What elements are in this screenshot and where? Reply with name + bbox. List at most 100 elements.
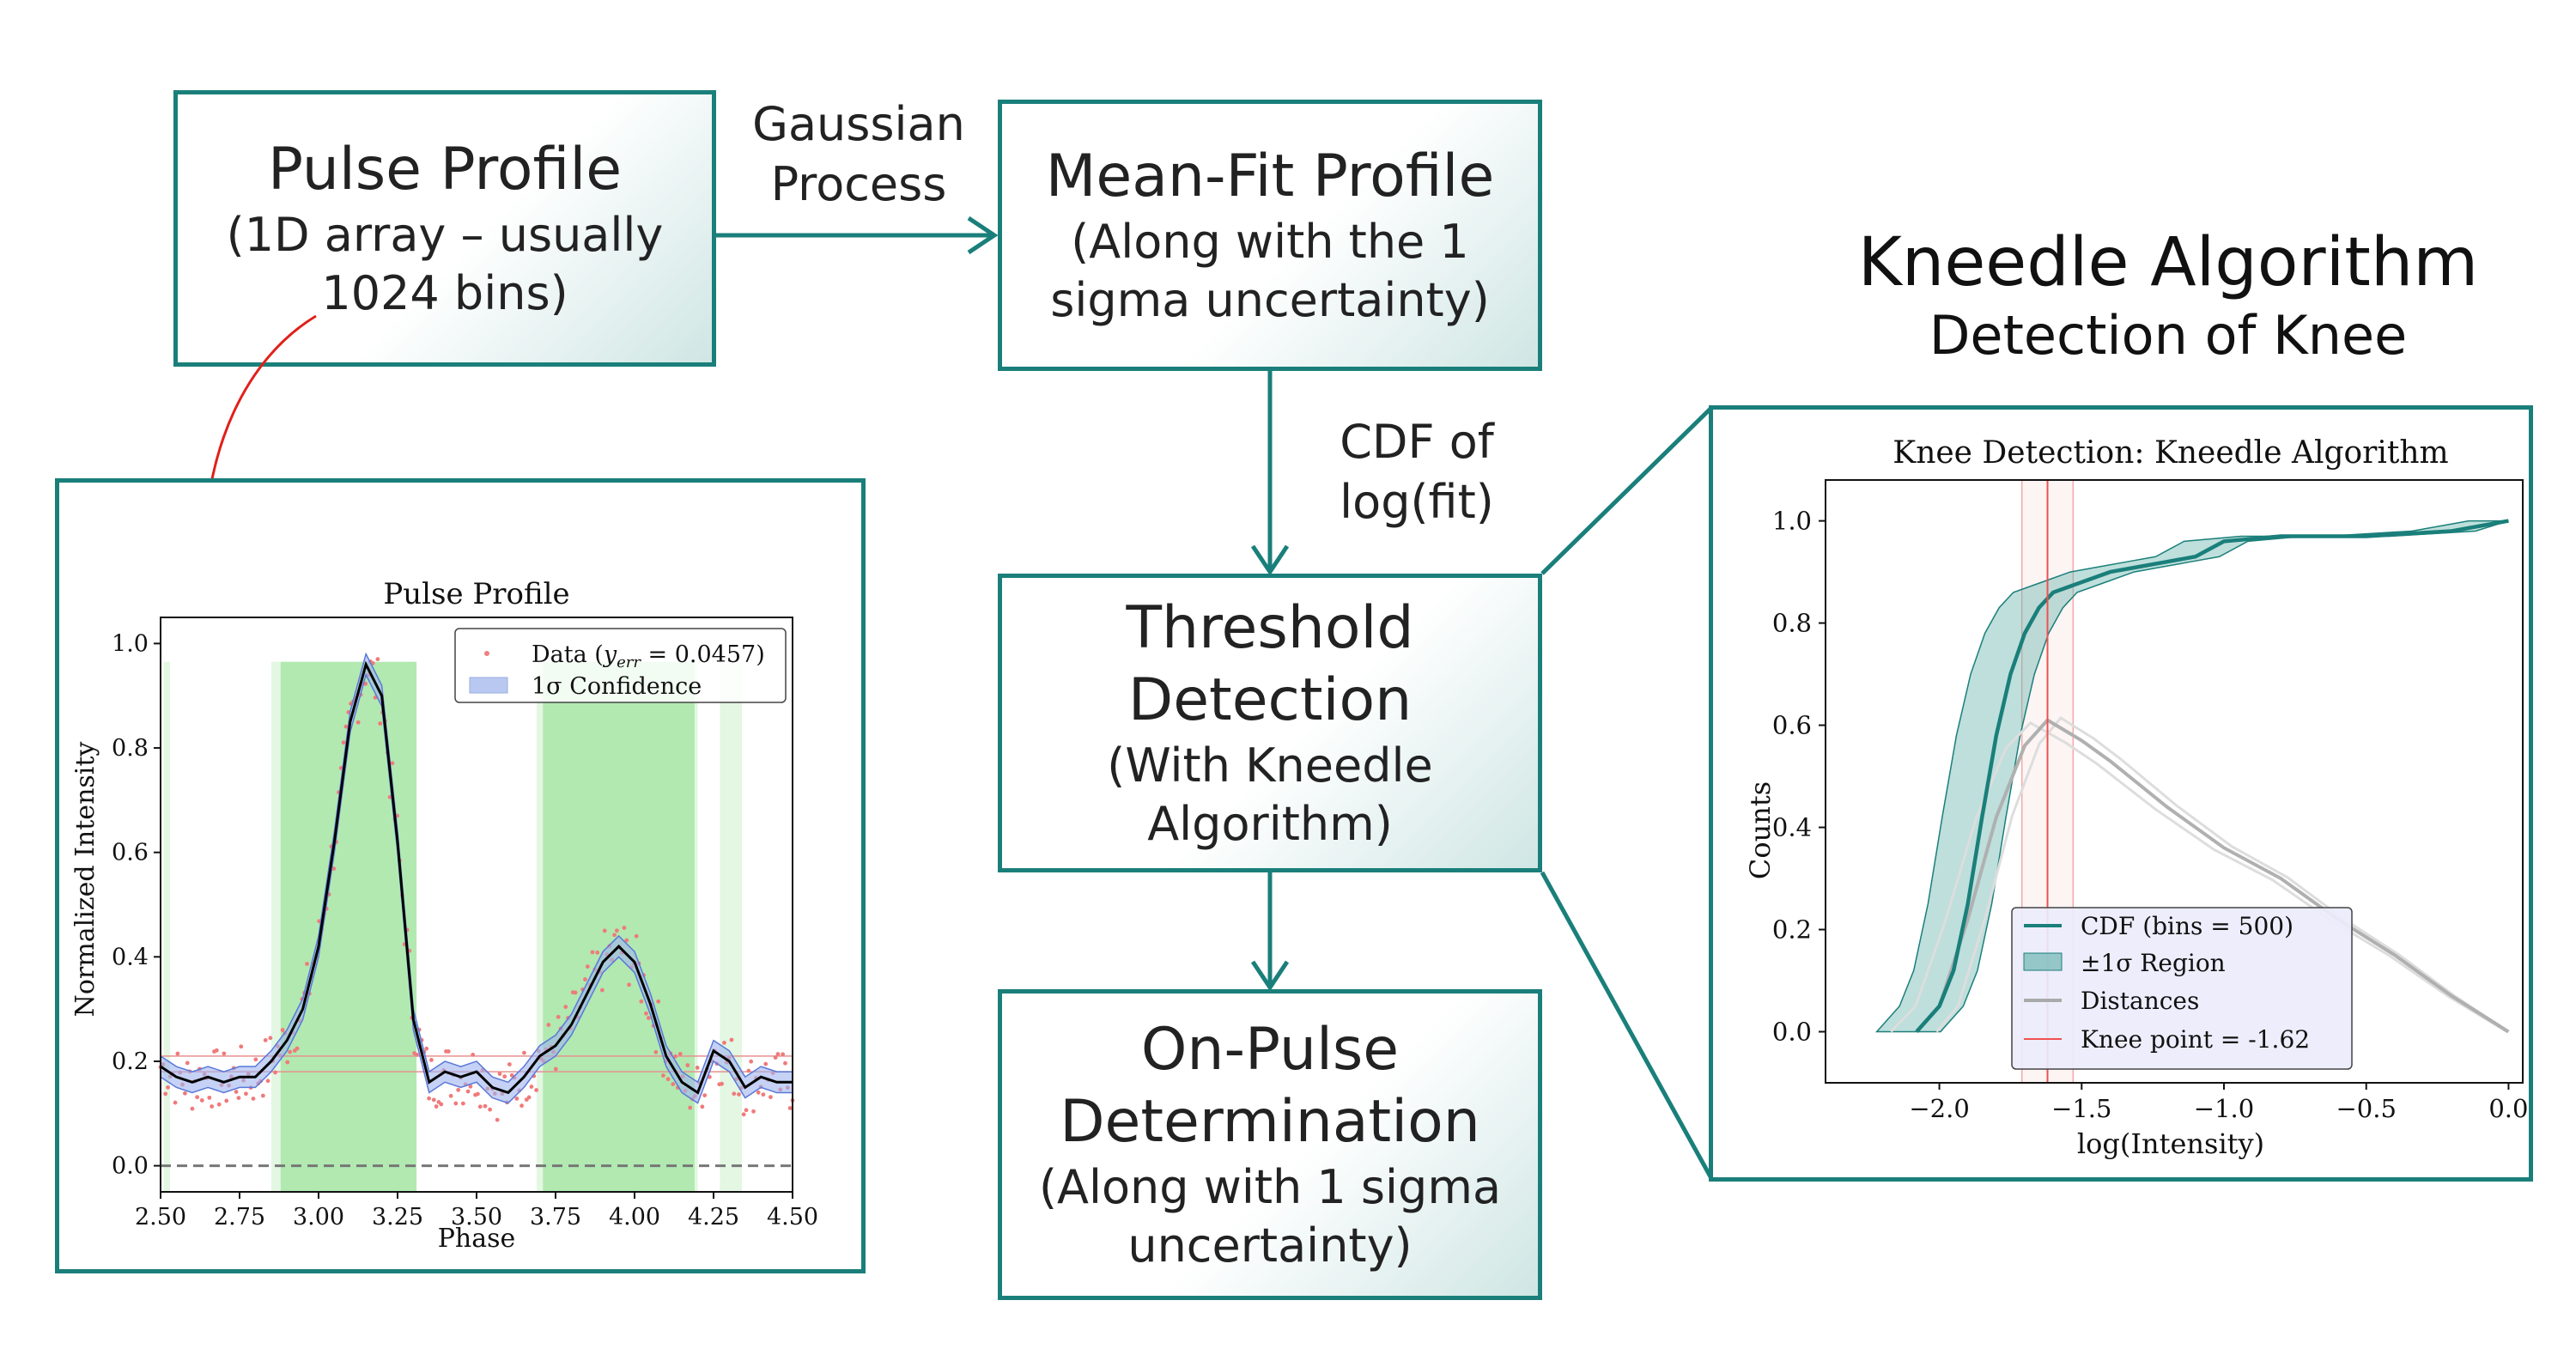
y-tick-label: 0.6 [1772,711,1812,740]
x-tick-label: 3.00 [293,1204,344,1231]
x-tick-label: −2.0 [1909,1094,1969,1123]
data-point [656,999,661,1004]
data-point [665,1077,671,1082]
faint-region-1 [270,661,281,1192]
data-point [573,990,578,995]
data-point [280,1028,285,1032]
x-tick-label: 4.50 [767,1204,818,1231]
data-point [720,1081,724,1086]
data-point [634,933,639,939]
data-point [234,1090,239,1094]
data-point [722,1040,726,1045]
arrowhead-meanfit [967,216,999,255]
pulse-profile-title: Pulse Profile [267,136,623,204]
legend-conf-label: 1σ Confidence [532,673,702,700]
mean-fit-title: Mean-Fit Profile [1045,143,1495,210]
data-point [476,1091,480,1097]
data-point [477,1104,483,1109]
y-tick-label: 1.0 [112,630,149,657]
data-point [700,1104,705,1109]
data-point [761,1092,766,1097]
data-point [488,1107,493,1112]
data-point [688,1105,693,1110]
threshold-detection-box: Threshold Detection (With Kneedle Algori… [998,574,1542,872]
threshold-line1: (With Kneedle [1107,738,1433,793]
y-tick-label: 0.4 [112,944,149,970]
data-point [173,1100,178,1105]
data-point [534,1088,539,1092]
data-point [732,1091,737,1097]
mean-fit-line [160,660,793,1095]
x-tick-label: −1.5 [2051,1094,2111,1123]
pulse-chart-xlabel: Phase [438,1224,516,1254]
cdf-line2: log(fit) [1340,475,1494,529]
data-point [163,1091,168,1097]
data-point [553,1066,558,1072]
data-point [660,1073,665,1078]
data-point [166,1085,170,1090]
data-point [773,1055,778,1060]
legend-knee-label: Knee point = -1.62 [2081,1025,2310,1054]
data-point [471,1052,476,1057]
legend-data-marker [484,651,489,656]
data-point [497,1072,502,1076]
data-point [448,1093,453,1098]
data-point [260,1093,265,1098]
data-point [614,928,619,933]
y-tick-label: 0.2 [1772,915,1812,945]
data-point [622,926,627,930]
data-point [214,1048,219,1053]
data-point [751,1109,756,1114]
data-point [468,1084,473,1089]
data-point [763,1061,769,1066]
data-point [363,681,368,686]
mean-fit-line1: (Along with the 1 [1071,215,1469,269]
data-point [749,1059,754,1064]
data-point [599,987,605,993]
data-point [502,1074,507,1079]
arrowhead-threshold [1250,544,1290,576]
data-point [695,1065,700,1070]
data-point [546,1023,551,1027]
data-point [460,1101,465,1106]
data-point [305,962,309,966]
data-point [253,1057,258,1062]
faint-region-3 [694,661,698,1192]
kneedle-chart-title: Knee Detection: Kneedle Algorithm [1893,435,2448,471]
kneedle-subtitle: Detection of Knee [1929,304,2408,367]
pulse-profile-line1: (1D array – usually [226,208,664,262]
on-pulse-title2: Determination [1060,1088,1480,1156]
x-tick-label: 2.75 [214,1204,265,1231]
data-point [216,1102,222,1107]
distances-envelope [1935,716,2510,1033]
on-pulse-title1: On-Pulse [1140,1016,1400,1084]
data-point [265,1079,270,1084]
x-tick-label: 0.0 [2488,1094,2528,1123]
x-tick-label: −1.0 [2194,1094,2254,1123]
data-point [185,1060,190,1066]
data-point [595,950,600,955]
legend-distances-label: Distances [2081,987,2199,1015]
data-point [390,761,395,766]
data-point [624,938,629,943]
data-point [446,1049,451,1054]
x-tick-label: 3.25 [372,1204,423,1231]
data-point [685,1063,690,1067]
data-point [263,1037,268,1042]
data-point [295,1046,300,1051]
x-tick-label: 3.75 [530,1204,581,1231]
threshold-title2: Detection [1127,666,1413,734]
kneedle-title: Kneedle Algorithm [1857,224,2479,301]
zoom-line-bottom [1540,871,1715,1182]
y-tick-label: 0.0 [1772,1018,1812,1047]
kneedle-chart-ylabel: Counts [1744,781,1777,879]
data-point [236,1096,241,1101]
data-point [414,1052,419,1057]
threshold-title1: Threshold [1126,594,1414,662]
data-point [556,1014,561,1019]
y-tick-label: 0.8 [112,735,149,762]
data-point [702,1093,708,1098]
data-point [453,1101,459,1106]
